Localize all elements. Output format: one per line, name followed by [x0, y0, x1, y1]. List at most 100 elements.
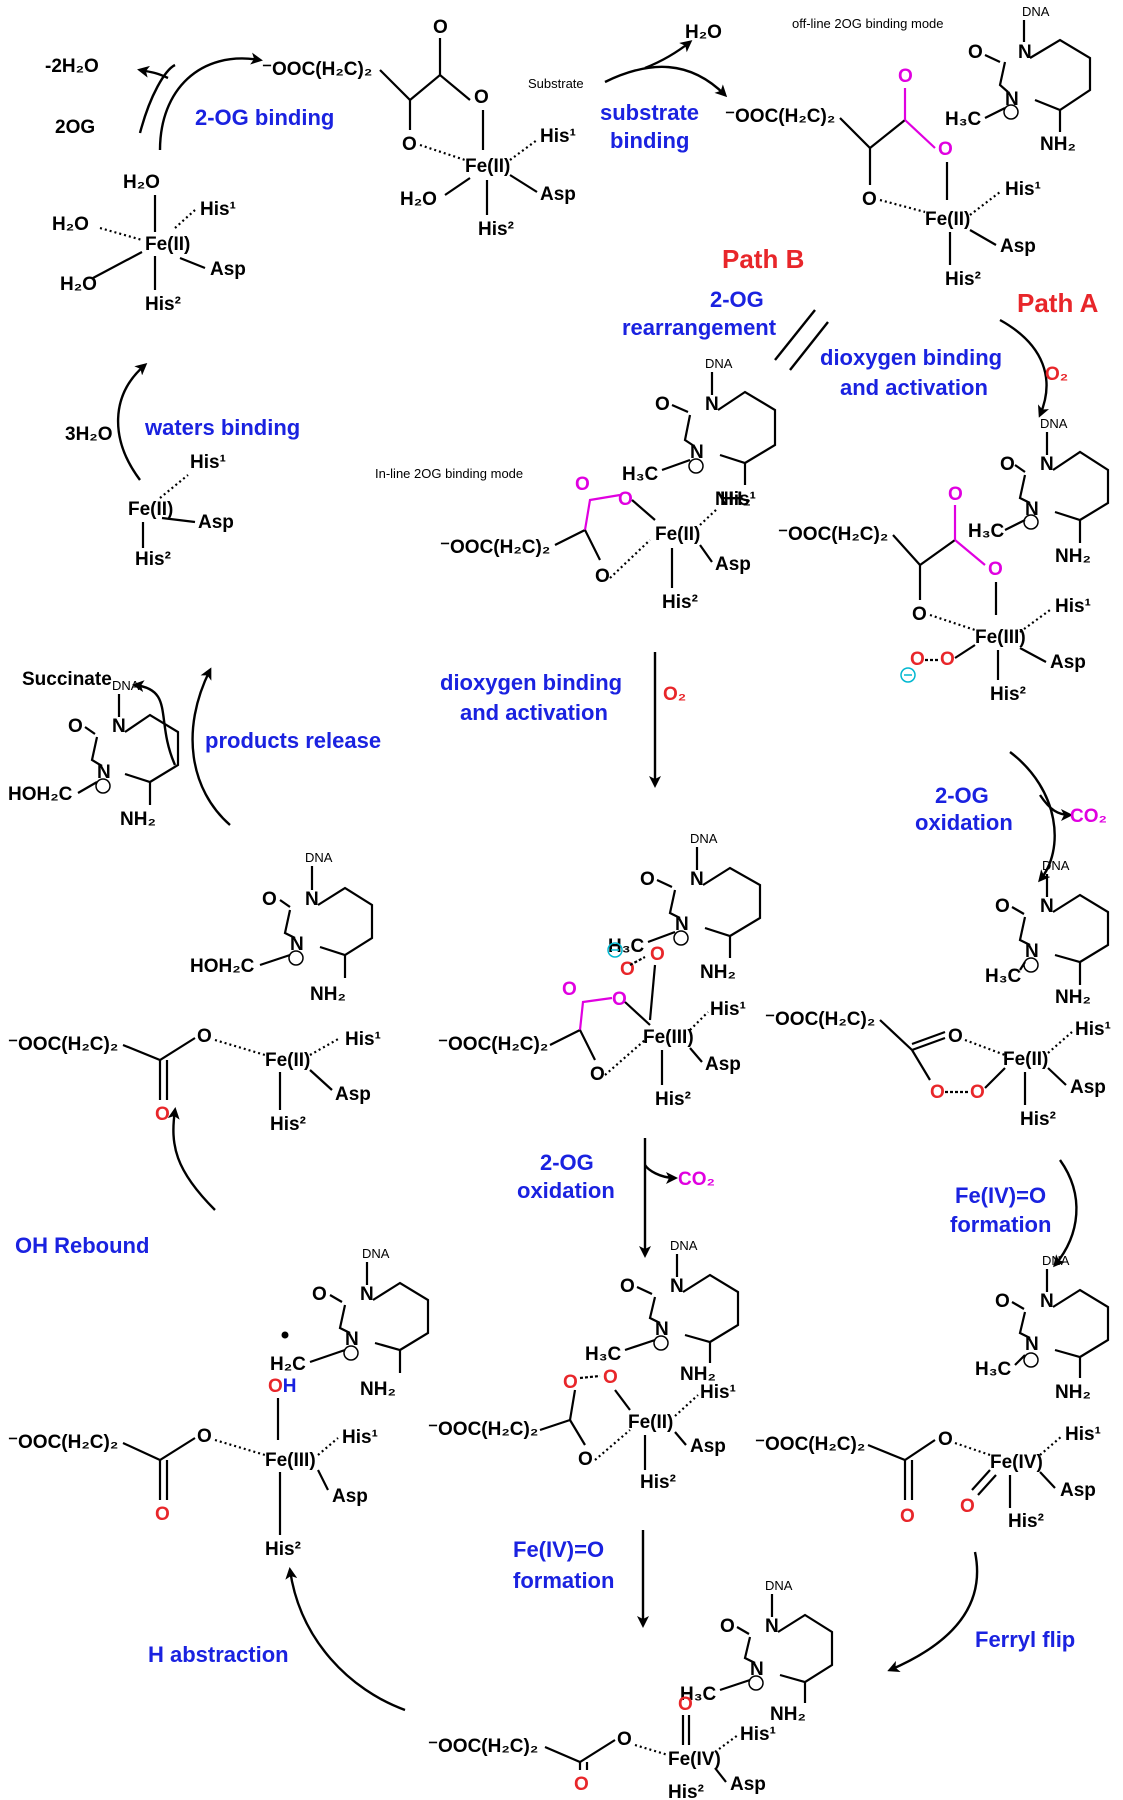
svg-text:DNA: DNA: [1040, 416, 1068, 431]
co2-release-arrow: [643, 1164, 678, 1184]
succinate-tail-label: ⁻OOC(H₂C)₂: [440, 537, 550, 558]
svg-text:H₃C: H₃C: [975, 1359, 1012, 1380]
svg-text:N: N: [690, 869, 704, 890]
svg-text:N: N: [750, 1659, 764, 1680]
his2-ligand: His²: [478, 219, 514, 240]
oxygen-atom: O: [155, 1504, 170, 1525]
2og-in-arrow: [138, 63, 176, 134]
waters-binding-label: waters binding: [144, 415, 300, 440]
2og-oxidation-b-label: 2-OG: [540, 1150, 594, 1175]
his2-ligand: His²: [640, 1472, 676, 1493]
2og-rearrangement-label: rearrangement: [622, 315, 777, 340]
svg-text:N: N: [765, 1616, 779, 1637]
asp-ligand: Asp: [715, 554, 751, 575]
oxygen-atom: O: [617, 1729, 632, 1750]
products-release-arrow: [191, 667, 231, 826]
svg-text:O: O: [995, 896, 1010, 917]
2og-oxidation-b-label: oxidation: [517, 1178, 615, 1203]
his1-ligand: His¹: [740, 1724, 776, 1745]
svg-text:DNA: DNA: [765, 1578, 793, 1593]
his2-ligand: His²: [265, 1539, 301, 1560]
his2-ligand: His²: [1008, 1511, 1044, 1532]
oxygen-atom: O: [574, 1774, 589, 1795]
asp-ligand: Asp: [335, 1084, 371, 1105]
h2o-ligand: H₂O: [123, 172, 160, 193]
his1-ligand: His¹: [700, 1382, 736, 1403]
fe-ii-center: Fe(II): [628, 1412, 673, 1433]
water-out-arrow: [137, 65, 169, 80]
his2-ligand: His²: [135, 549, 171, 570]
methylcytosine-substrate: DNA N O N H₃C NH₂: [968, 416, 1110, 567]
fe-iii-center: Fe(III): [643, 1027, 694, 1048]
asp-ligand: Asp: [540, 184, 576, 205]
oxygen-atom: O: [575, 474, 590, 495]
2og-rearrangement-label: 2-OG: [710, 287, 764, 312]
svg-text:N: N: [345, 1329, 359, 1350]
succinate-release-arrow: [132, 680, 177, 766]
his2-ligand: His²: [655, 1089, 691, 1110]
svg-text:HOH₂C: HOH₂C: [8, 784, 73, 805]
oh-rebound-arrow: [167, 1107, 216, 1211]
3h2o-label: 3H₂O: [65, 424, 113, 445]
asp-ligand: Asp: [1050, 652, 1086, 673]
svg-text:O: O: [1000, 454, 1015, 475]
offline-mode-label: off-line 2OG binding mode: [792, 16, 944, 31]
methylcytosine-substrate: DNA N O N H₃C NH₂: [945, 4, 1092, 155]
ferryl-flip-label: Ferryl flip: [975, 1627, 1075, 1652]
svg-text:NH₂: NH₂: [310, 984, 346, 1005]
oxygen-atom: O: [898, 66, 913, 87]
path-a-label: Path A: [1017, 288, 1099, 318]
oxygen-atom: O: [910, 649, 925, 670]
products-release-label: products release: [205, 728, 381, 753]
oxygen-atom: O: [988, 559, 1003, 580]
svg-text:O: O: [312, 1284, 327, 1305]
2og-label: 2OG: [55, 117, 95, 138]
svg-text:N: N: [1040, 1291, 1054, 1312]
his2-ligand: His²: [270, 1114, 306, 1135]
svg-text:H₃C: H₃C: [985, 966, 1022, 987]
succinate-tail-label: ⁻OOC(H₂C)₂: [755, 1434, 865, 1455]
succinate-tail-label: ⁻OOC(H₂C)₂: [428, 1419, 538, 1440]
succinate-tail-label: ⁻OOC(H₂C)₂: [778, 524, 888, 545]
oxo-ligand: O: [960, 1496, 975, 1517]
fe-ii-center: Fe(II): [465, 156, 510, 177]
methylcytosine-substrate: DNA N O N H₃C NH₂: [985, 858, 1110, 1008]
svg-text:N: N: [1025, 941, 1039, 962]
his1-ligand: His¹: [1055, 596, 1091, 617]
oxygen-atom: O: [970, 1082, 985, 1103]
asp-ligand: Asp: [1060, 1480, 1096, 1501]
oxygen-atom: O: [938, 139, 953, 160]
path-b-label: Path B: [722, 244, 804, 274]
h2o-ligand: H₂O: [60, 274, 97, 295]
svg-text:DNA: DNA: [305, 850, 333, 865]
his1-ligand: His¹: [1065, 1424, 1101, 1445]
methylcytosine-substrate: DNA N O N H₃C NH₂: [585, 1238, 740, 1385]
co2-label: CO₂: [1070, 806, 1107, 827]
asp-ligand: Asp: [198, 512, 234, 533]
svg-text:NH₂: NH₂: [120, 809, 156, 830]
svg-text:N: N: [112, 716, 126, 737]
h2o-ligand: H₂O: [400, 189, 437, 210]
svg-text:HOH₂C: HOH₂C: [190, 956, 255, 977]
svg-text:H₃C: H₃C: [680, 1684, 717, 1705]
svg-text:O: O: [720, 1616, 735, 1637]
his1-ligand: His¹: [1005, 179, 1041, 200]
methylcytosine-substrate: DNA N O N H₃C NH₂: [975, 1253, 1110, 1403]
equilibrium-arrow: [789, 321, 829, 371]
h2o-released-label: H₂O: [685, 22, 722, 43]
succinate-tail-label: ⁻OOC(H₂C)₂: [8, 1432, 118, 1453]
svg-text:N: N: [1018, 42, 1032, 63]
oxygen-atom: O: [912, 604, 927, 625]
minus-2h2o-label: -2H₂O: [45, 56, 99, 77]
asp-ligand: Asp: [1070, 1077, 1106, 1098]
oxygen-atom: O: [590, 1064, 605, 1085]
his1-ligand: His¹: [710, 999, 746, 1020]
oxo-ligand: O: [678, 1694, 693, 1715]
svg-text:O: O: [995, 1291, 1010, 1312]
path-a-oxidation-arrow: [1009, 751, 1056, 883]
svg-text:DNA: DNA: [1042, 858, 1070, 873]
2og-binding-label: 2-OG binding: [195, 105, 334, 130]
fe-ii-center: Fe(II): [1003, 1049, 1048, 1070]
feiv-formation-b-label: formation: [513, 1568, 614, 1593]
oxygen-atom: O: [948, 484, 963, 505]
